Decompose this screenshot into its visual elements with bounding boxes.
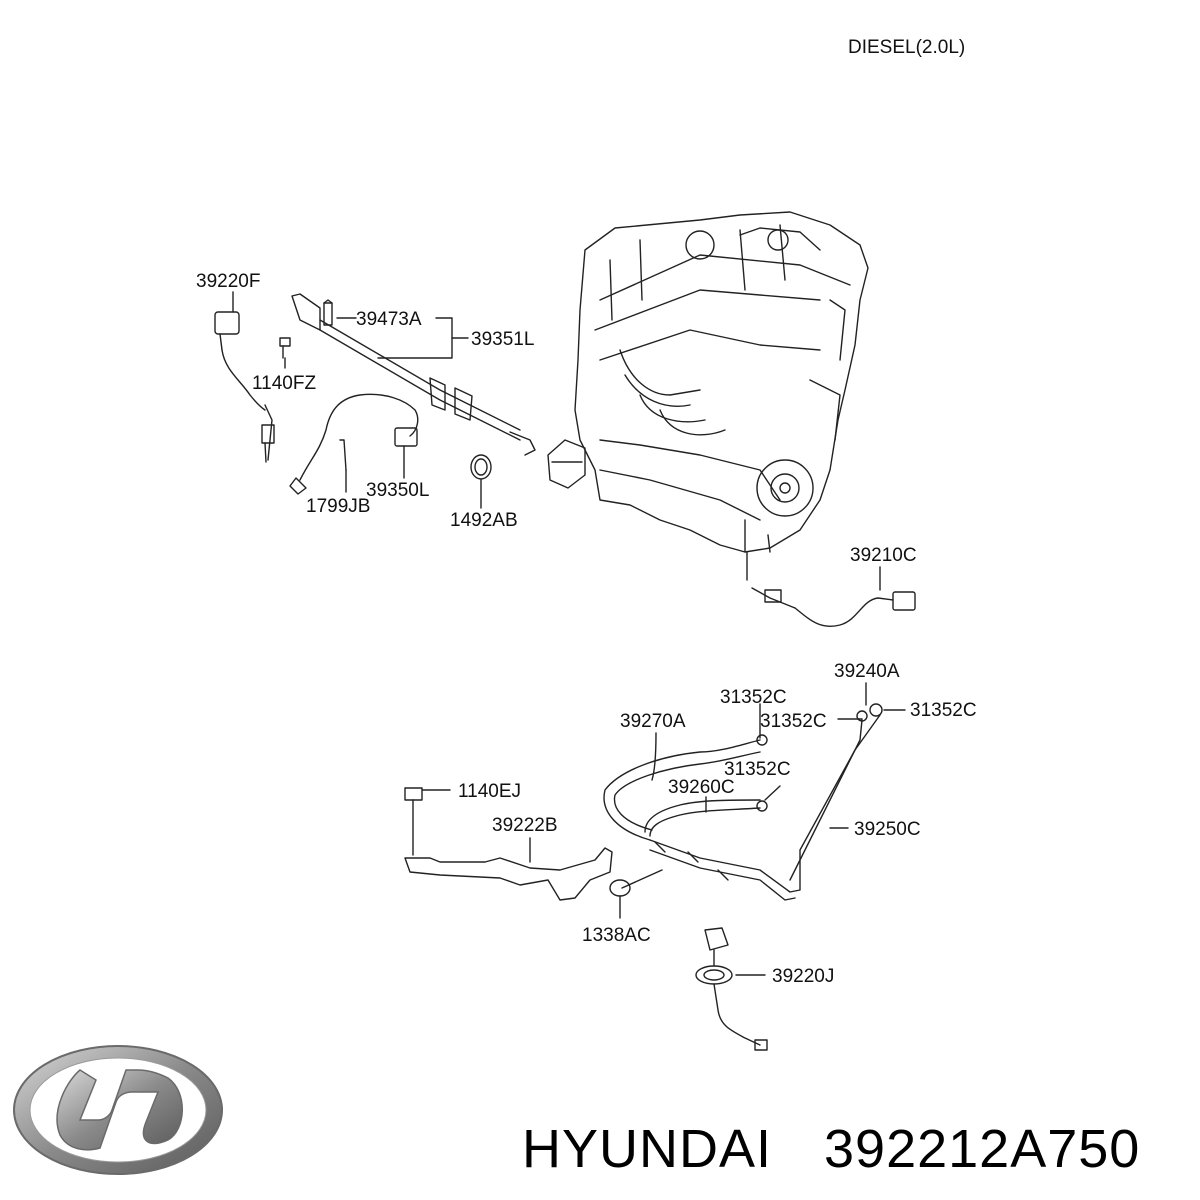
part-label-39220F: 39220F <box>196 271 261 292</box>
part-label-1140FZ: 1140FZ <box>252 373 317 394</box>
part-label-31352C-right: 31352C <box>910 700 977 721</box>
part-label-39260C: 39260C <box>668 777 735 798</box>
part-label-39220J: 39220J <box>772 966 835 987</box>
part-label-31352C-top: 31352C <box>720 687 787 708</box>
part-label-39210C: 39210C <box>850 545 917 566</box>
leader-lines-upper <box>232 291 881 591</box>
brand-name: HYUNDAI <box>522 1119 773 1179</box>
part-label-1799JB: 1799JB <box>306 496 371 517</box>
part-label-1492AB: 1492AB <box>450 510 518 531</box>
part-label-39350L: 39350L <box>366 480 430 501</box>
upper-left-sensor-parts <box>214 293 536 495</box>
sensor-39220J-drawing <box>695 927 768 1051</box>
hyundai-logo <box>13 1045 223 1175</box>
part-label-39351L: 39351L <box>471 329 535 350</box>
diagram-variant-title: DIESEL(2.0L) <box>848 37 966 58</box>
part-label-31352C-lower: 31352C <box>724 759 791 780</box>
part-label-39473A: 39473A <box>356 309 422 330</box>
part-label-39250C: 39250C <box>854 819 921 840</box>
engine-assembly-drawing <box>547 211 869 553</box>
part-number: 392212A750 <box>824 1119 1141 1179</box>
part-label-39270A: 39270A <box>620 711 686 732</box>
part-label-31352C-mid: 31352C <box>760 711 827 732</box>
part-label-39222B: 39222B <box>492 815 558 836</box>
leader-lines-lower <box>421 682 906 889</box>
part-label-1338AC: 1338AC <box>582 925 651 946</box>
sensor-39210C-drawing <box>751 587 916 627</box>
part-label-1140EJ: 1140EJ <box>458 781 522 802</box>
pipe-assembly-drawing <box>404 703 883 919</box>
part-label-39240A: 39240A <box>834 661 900 682</box>
